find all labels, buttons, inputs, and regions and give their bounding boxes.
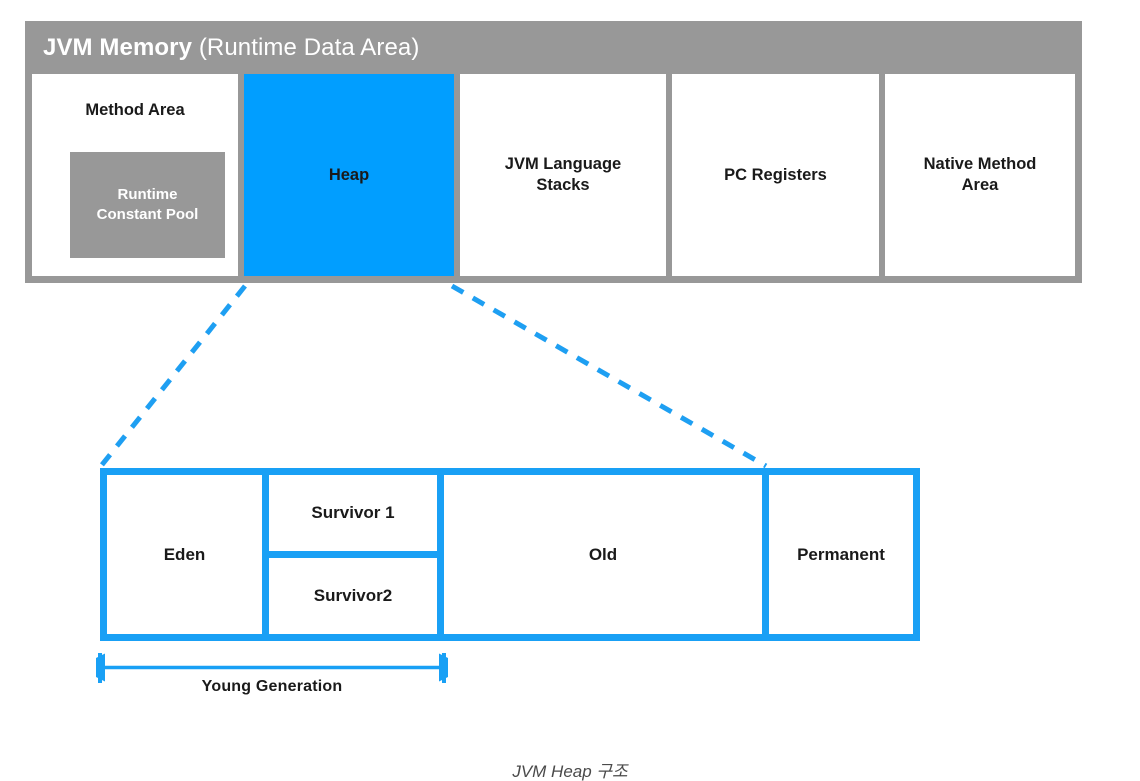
runtime-constant-pool-line-1: Runtime — [117, 186, 178, 203]
connector-line-right — [450, 283, 768, 469]
jvm-language-stacks-line-1: JVM Language — [504, 155, 622, 173]
young-generation-measure-arrow — [96, 653, 448, 683]
native-method-area-line-2: Area — [961, 176, 999, 194]
runtime-constant-pool-line-2: Constant Pool — [96, 206, 199, 223]
runtime-constant-pool-box[interactable]: Runtime Constant Pool — [70, 152, 225, 258]
heap-segment-survivor-1[interactable]: Survivor 1 — [269, 475, 437, 551]
survivor-2-label: Survivor2 — [313, 586, 393, 605]
jvm-memory-container: JVM Memory (Runtime Data Area) Method Ar… — [25, 21, 1082, 283]
heap-segment-old[interactable]: Old — [444, 475, 762, 634]
heap-detail-bar: Eden Survivor 1 Survivor2 Old Permanent — [100, 468, 920, 641]
memory-area-jvm-language-stacks[interactable]: JVM Language Stacks — [460, 74, 666, 276]
memory-area-heap[interactable]: Heap — [244, 74, 454, 276]
memory-area-method-area[interactable]: Method Area Runtime Constant Pool — [32, 74, 238, 276]
heap-segment-permanent[interactable]: Permanent — [769, 475, 913, 634]
figure-caption: JVM Heap 구조 — [512, 762, 628, 781]
heap-segment-survivor-2[interactable]: Survivor2 — [269, 558, 437, 634]
runtime-constant-pool-label: Runtime Constant Pool — [97, 185, 199, 225]
pc-registers-label: PC Registers — [724, 165, 827, 184]
young-generation-label: Young Generation — [201, 678, 343, 695]
jvm-memory-areas-row: Method Area Runtime Constant Pool Heap J… — [32, 74, 1075, 276]
jvm-language-stacks-line-2: Stacks — [536, 176, 590, 194]
heap-segment-eden[interactable]: Eden — [107, 475, 262, 634]
native-method-area-line-1: Native Method — [923, 155, 1037, 173]
heap-segment-survivors: Survivor 1 Survivor2 — [269, 475, 437, 634]
heap-label: Heap — [328, 165, 370, 184]
survivor-1-label: Survivor 1 — [311, 503, 395, 522]
memory-area-pc-registers[interactable]: PC Registers — [672, 74, 879, 276]
jvm-memory-title-bold: JVM Memory — [43, 34, 193, 61]
eden-label: Eden — [163, 544, 206, 564]
jvm-memory-title-regular: (Runtime Data Area) — [192, 34, 420, 61]
memory-area-native-method-area[interactable]: Native Method Area — [885, 74, 1075, 276]
method-area-label: Method Area — [85, 101, 185, 119]
connector-line-left — [99, 284, 247, 468]
jvm-memory-title: JVM Memory (Runtime Data Area) — [43, 33, 419, 63]
old-label: Old — [588, 544, 618, 564]
permanent-label: Permanent — [797, 544, 885, 564]
